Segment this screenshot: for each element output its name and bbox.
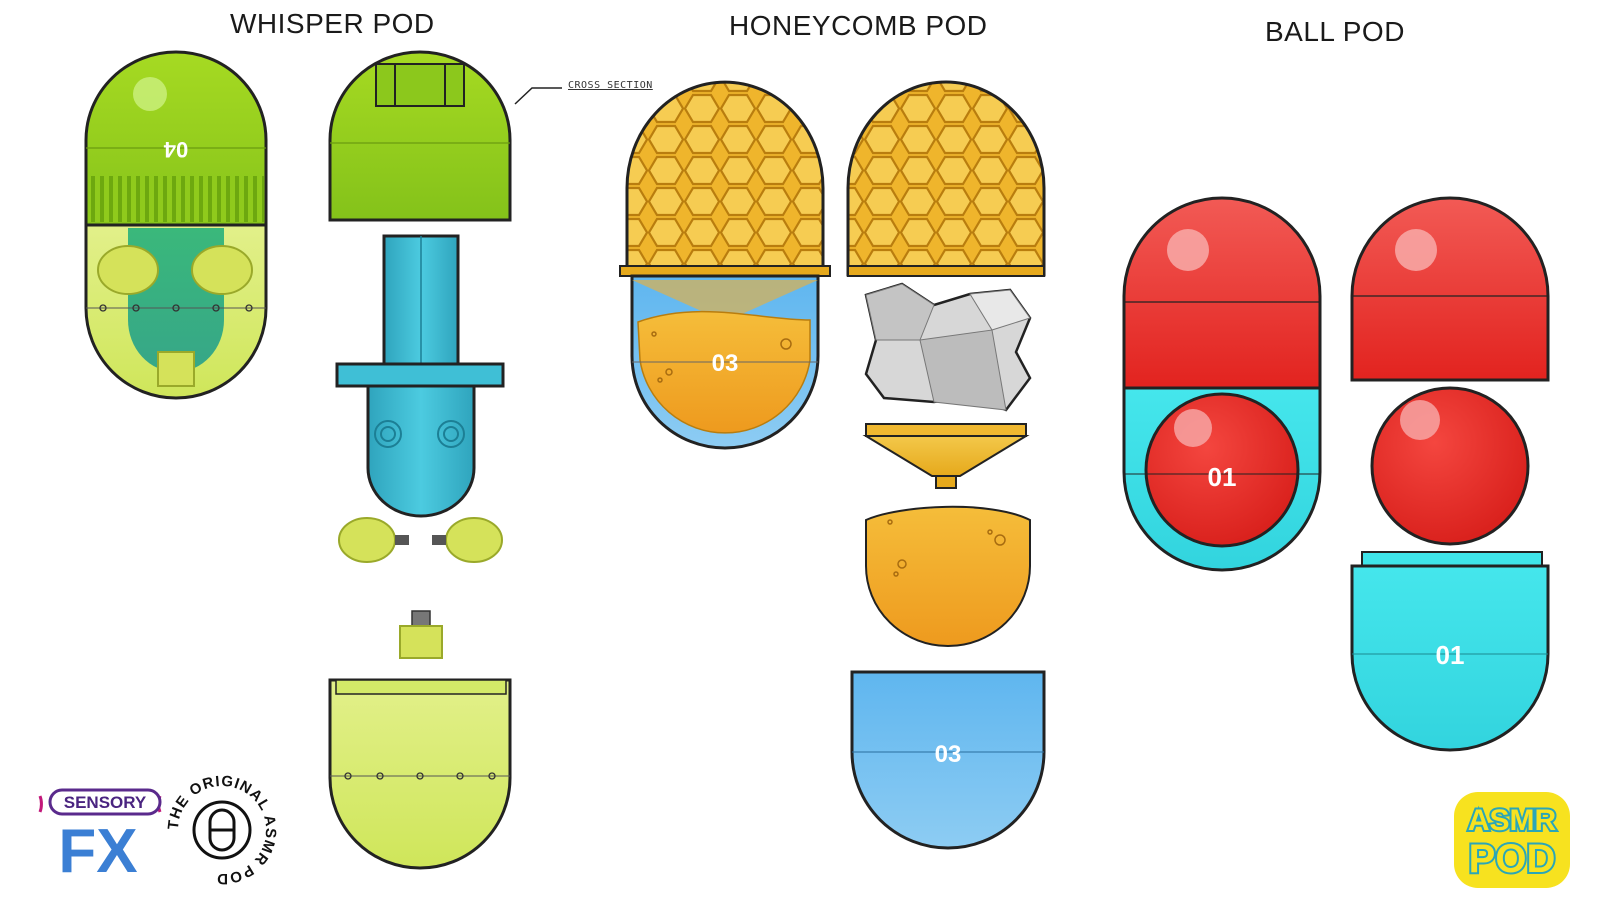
whisper-code-label: 04 <box>163 137 188 162</box>
honeycomb-shell-code-label: 03 <box>935 741 962 768</box>
ball-pod-assembled: 01 <box>1122 196 1322 572</box>
asmr-text: ASMR <box>1468 804 1557 837</box>
ball-pod-exploded: 01 <box>1350 196 1550 752</box>
cross-section-label: CROSS SECTION <box>568 80 653 91</box>
fx-text: FX <box>58 817 137 886</box>
honeycomb-code-label: 03 <box>712 350 739 377</box>
pod-text: POD <box>1469 837 1556 881</box>
ball-shell-code-label: 01 <box>1436 640 1465 670</box>
sensory-fx-logo: SENSORY FX <box>38 788 162 886</box>
whisper-pod-exploded <box>328 50 562 870</box>
asmr-pod-logo: ASMR POD <box>1454 792 1570 888</box>
honeycomb-pod-exploded: 03 <box>846 80 1046 850</box>
original-asmr-pod-badge: THE ORIGINAL ASMR POD <box>165 773 278 887</box>
ball-pod-title: BALL POD <box>1265 16 1405 47</box>
honeycomb-pod-assembled: 03 <box>619 80 831 450</box>
ball-code-label: 01 <box>1208 462 1237 492</box>
honeycomb-pod-title: HONEYCOMB POD <box>729 10 988 41</box>
whisper-pod-title: WHISPER POD <box>230 8 435 39</box>
sensory-text: SENSORY <box>64 793 147 812</box>
whisper-pod-assembled: 04 <box>84 50 268 400</box>
